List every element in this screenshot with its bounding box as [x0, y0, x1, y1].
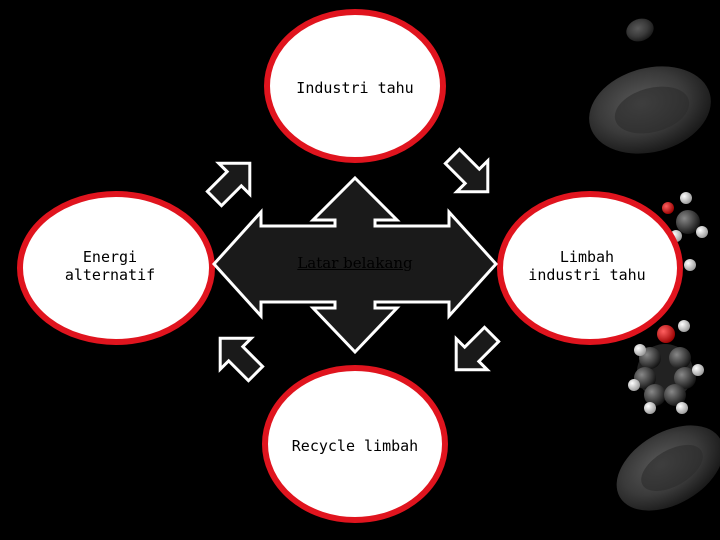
node-label-right: Limbah industri tahu: [528, 248, 646, 284]
node-circle-right: [497, 191, 683, 345]
molecule-model-image: [628, 192, 708, 414]
center-label: Latar belakang: [297, 254, 413, 272]
red-blood-cell-image: [589, 18, 720, 511]
node-circle-left: [17, 191, 215, 345]
center-quad-arrow: [211, 175, 499, 355]
node-circle-top: [264, 9, 446, 163]
arrow-bottom-right: [454, 325, 501, 372]
arrow-bottom-left: [218, 336, 265, 383]
node-label-left: Energi alternatif: [64, 248, 156, 284]
arrow-top-right: [443, 147, 490, 194]
node-circle-bottom: [262, 365, 448, 523]
node-label-top: Industri tahu: [296, 79, 414, 97]
node-label-bottom: Recycle limbah: [291, 437, 419, 455]
arrow-top-left: [205, 161, 252, 208]
